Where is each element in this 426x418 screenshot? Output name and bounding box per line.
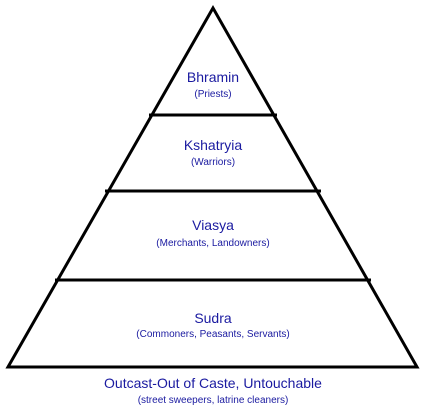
outcast-subtitle: (street sweepers, latrine cleaners) (138, 395, 289, 406)
tier-subtitle: (Priests) (194, 89, 231, 100)
tier-label: Viasya (192, 217, 234, 233)
tier-label: Sudra (194, 310, 232, 326)
tier-label: Kshatryia (184, 137, 243, 153)
tier-label: Bhramin (187, 69, 239, 85)
pyramid-outline (5, 4, 420, 369)
tier-subtitle: (Commoners, Peasants, Servants) (136, 329, 289, 340)
outcast-label: Outcast-Out of Caste, Untouchable (104, 375, 322, 391)
tier-viasya: Viasya (Merchants, Landowners) (156, 217, 269, 249)
tier-sudra: Sudra (Commoners, Peasants, Servants) (136, 310, 289, 340)
tier-subtitle: (Warriors) (191, 157, 235, 168)
tier-bhramin: Bhramin (Priests) (187, 69, 239, 100)
outcast-caption: Outcast-Out of Caste, Untouchable (stree… (104, 375, 322, 406)
tier-subtitle: (Merchants, Landowners) (156, 238, 269, 249)
tier-kshatryia: Kshatryia (Warriors) (184, 137, 243, 168)
